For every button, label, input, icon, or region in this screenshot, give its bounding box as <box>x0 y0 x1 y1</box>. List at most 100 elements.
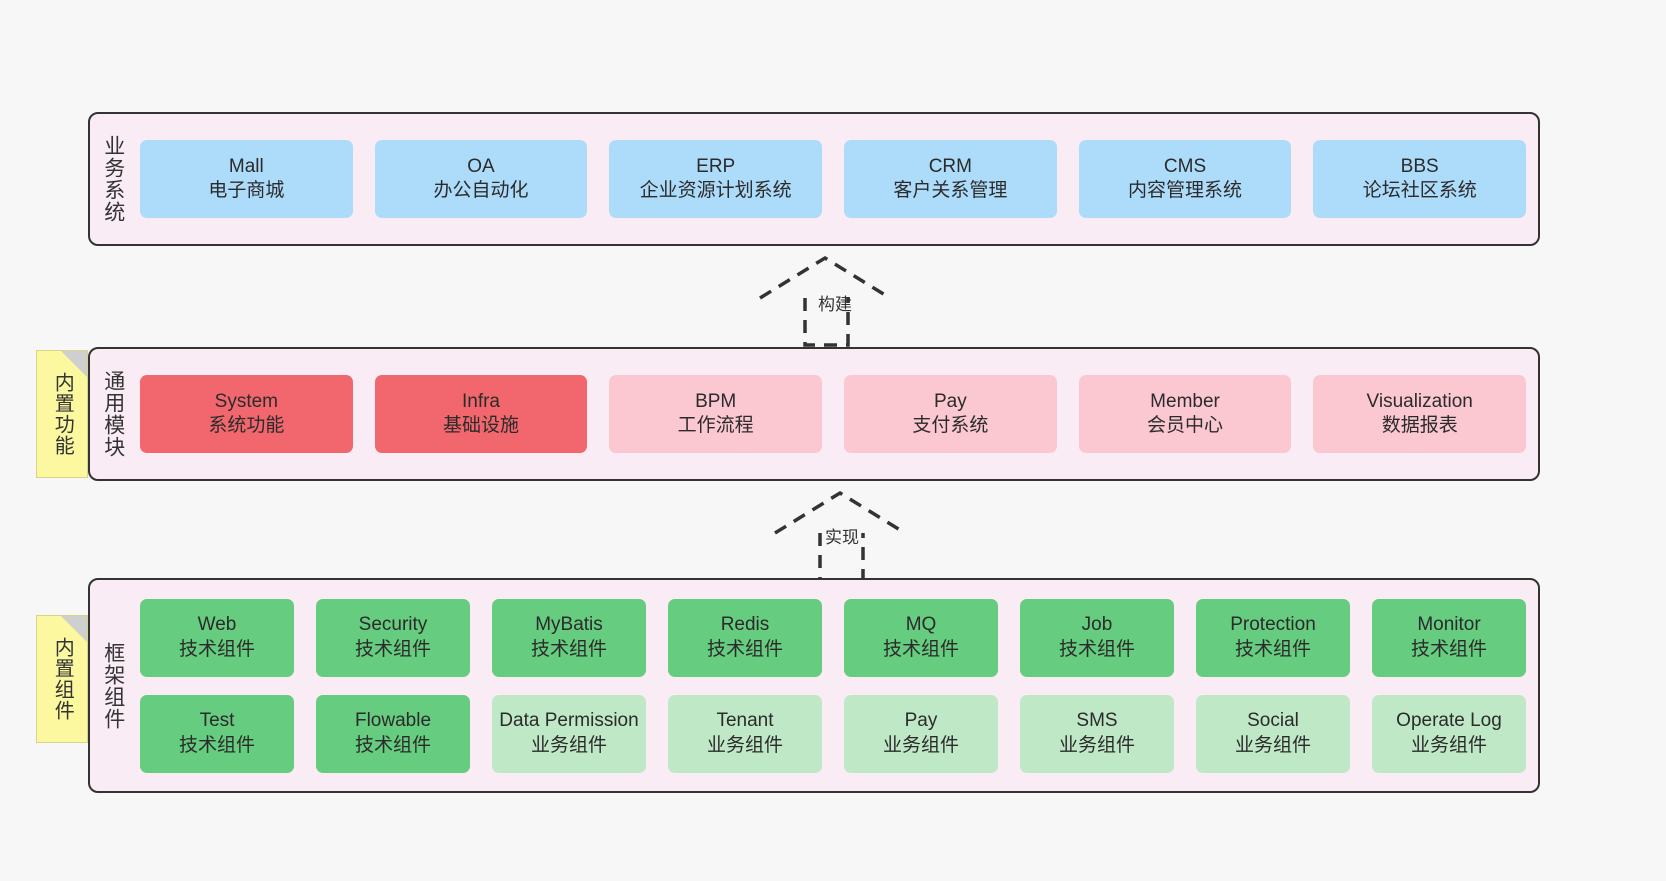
card-protection-title: Protection <box>1230 614 1316 636</box>
card-monitor-subtitle: 技术组件 <box>1410 638 1487 660</box>
card-operate-log-subtitle: 业务组件 <box>1410 734 1487 756</box>
sticky-note-fold-corner-icon <box>61 616 87 642</box>
card-data-permission[interactable]: Data Permission 业务组件 <box>492 694 646 773</box>
card-crm-title: CRM <box>928 155 972 177</box>
card-security[interactable]: Security 技术组件 <box>316 598 470 677</box>
card-sms[interactable]: SMS 业务组件 <box>1020 694 1174 773</box>
layer-common-modules-body: System 系统功能 Infra 基础设施 BPM 工作流程 Pay 支付系统… <box>136 349 1538 479</box>
layer-framework-components-label: 框架组件 <box>101 641 125 730</box>
card-pay-component-title: Pay <box>904 710 938 732</box>
card-monitor[interactable]: Monitor 技术组件 <box>1372 598 1526 677</box>
card-crm[interactable]: CRM 客户关系管理 <box>844 140 1057 218</box>
card-visualization-title: Visualization <box>1366 390 1473 412</box>
card-tenant-title: Tenant <box>716 710 774 732</box>
card-protection-subtitle: 技术组件 <box>1234 638 1311 660</box>
connector-implement: 实现 <box>755 485 955 595</box>
card-system-title: System <box>214 390 279 412</box>
layer-framework-components-body: Web 技术组件 Security 技术组件 MyBatis 技术组件 Redi… <box>136 580 1538 791</box>
card-mall-title: Mall <box>228 155 264 177</box>
layer-framework-components: 框架组件 Web 技术组件 Security 技术组件 MyBatis 技术组件… <box>88 578 1540 793</box>
card-mq-subtitle: 技术组件 <box>882 638 959 660</box>
card-bbs-title: BBS <box>1400 155 1439 177</box>
card-infra-title: Infra <box>461 390 501 412</box>
card-web-title: Web <box>197 614 237 636</box>
card-bbs-subtitle: 论坛社区系统 <box>1362 180 1477 201</box>
card-data-permission-title: Data Permission <box>499 710 639 732</box>
connector-implement-label: 实现 <box>825 528 859 547</box>
connector-build: 构建 <box>740 250 940 360</box>
card-system-subtitle: 系统功能 <box>208 415 285 436</box>
sticky-note-builtin-features: 内置功能 <box>36 350 88 478</box>
card-mq-title: MQ <box>905 614 937 636</box>
card-social-subtitle: 业务组件 <box>1234 734 1311 756</box>
card-bpm-title: BPM <box>695 390 737 412</box>
connector-build-label: 构建 <box>818 295 852 314</box>
connector-build-arrowhead <box>759 255 891 300</box>
card-visualization-subtitle: 数据报表 <box>1381 415 1458 436</box>
card-cms-title: CMS <box>1163 155 1207 177</box>
card-data-permission-subtitle: 业务组件 <box>530 734 607 756</box>
card-pay-component-subtitle: 业务组件 <box>882 734 959 756</box>
card-oa[interactable]: OA 办公自动化 <box>374 140 588 218</box>
card-job[interactable]: Job 技术组件 <box>1020 598 1174 677</box>
card-test-title: Test <box>199 710 235 732</box>
sticky-note-builtin-components-label: 内置组件 <box>51 637 74 721</box>
card-job-subtitle: 技术组件 <box>1058 638 1135 660</box>
card-operate-log-title: Operate Log <box>1396 710 1502 732</box>
layer-business-systems-body: Mall 电子商城 OA 办公自动化 ERP 企业资源计划系统 CRM 客户关系… <box>136 114 1538 244</box>
card-mybatis[interactable]: MyBatis 技术组件 <box>492 598 646 677</box>
card-flowable-title: Flowable <box>354 710 432 732</box>
card-member[interactable]: Member 会员中心 <box>1078 375 1292 453</box>
card-operate-log[interactable]: Operate Log 业务组件 <box>1372 694 1526 773</box>
business-card-row: Mall 电子商城 OA 办公自动化 ERP 企业资源计划系统 CRM 客户关系… <box>140 140 1527 218</box>
card-mall[interactable]: Mall 电子商城 <box>140 140 353 218</box>
card-test-subtitle: 技术组件 <box>178 734 255 756</box>
card-sms-title: SMS <box>1076 710 1118 732</box>
connector-build-stem <box>803 298 850 347</box>
card-monitor-title: Monitor <box>1417 614 1481 636</box>
card-mall-subtitle: 电子商城 <box>208 180 285 201</box>
card-pay-component[interactable]: Pay 业务组件 <box>844 694 998 773</box>
card-tenant[interactable]: Tenant 业务组件 <box>668 694 822 773</box>
card-system[interactable]: System 系统功能 <box>140 375 353 453</box>
card-visualization[interactable]: Visualization 数据报表 <box>1313 375 1527 453</box>
card-oa-title: OA <box>467 155 495 177</box>
card-infra[interactable]: Infra 基础设施 <box>374 375 588 453</box>
card-sms-subtitle: 业务组件 <box>1058 734 1135 756</box>
card-erp-title: ERP <box>696 155 736 177</box>
card-oa-subtitle: 办公自动化 <box>433 180 529 201</box>
card-mybatis-title: MyBatis <box>535 614 603 636</box>
card-mq[interactable]: MQ 技术组件 <box>844 598 998 677</box>
sticky-note-fold-corner-icon <box>61 351 87 377</box>
card-redis-title: Redis <box>720 614 770 636</box>
card-pay-module-subtitle: 支付系统 <box>912 415 989 436</box>
card-bpm[interactable]: BPM 工作流程 <box>609 375 823 453</box>
layer-common-modules-label: 通用模块 <box>101 370 125 458</box>
card-flowable[interactable]: Flowable 技术组件 <box>316 694 470 773</box>
card-member-title: Member <box>1150 390 1220 412</box>
card-bbs[interactable]: BBS 论坛社区系统 <box>1313 140 1527 218</box>
card-flowable-subtitle: 技术组件 <box>354 734 431 756</box>
card-tenant-subtitle: 业务组件 <box>706 734 783 756</box>
card-social-title: Social <box>1247 710 1299 732</box>
card-redis[interactable]: Redis 技术组件 <box>668 598 822 677</box>
card-pay-module-title: Pay <box>933 390 967 412</box>
card-pay-module[interactable]: Pay 支付系统 <box>844 375 1057 453</box>
sticky-note-builtin-features-label: 内置功能 <box>51 372 74 456</box>
framework-card-row-technical: Web 技术组件 Security 技术组件 MyBatis 技术组件 Redi… <box>140 598 1526 677</box>
card-test[interactable]: Test 技术组件 <box>140 694 294 773</box>
card-social[interactable]: Social 业务组件 <box>1196 694 1350 773</box>
card-member-subtitle: 会员中心 <box>1147 415 1224 436</box>
card-web[interactable]: Web 技术组件 <box>140 598 294 677</box>
card-erp[interactable]: ERP 企业资源计划系统 <box>609 140 823 218</box>
card-cms[interactable]: CMS 内容管理系统 <box>1078 140 1292 218</box>
card-protection[interactable]: Protection 技术组件 <box>1196 598 1350 677</box>
card-security-subtitle: 技术组件 <box>354 638 431 660</box>
sticky-note-builtin-components: 内置组件 <box>36 615 88 743</box>
card-job-title: Job <box>1081 614 1113 636</box>
card-security-title: Security <box>358 614 428 636</box>
connector-implement-arrowhead <box>774 490 906 535</box>
card-cms-subtitle: 内容管理系统 <box>1128 180 1243 201</box>
layer-business-systems-label: 业务系统 <box>101 135 125 223</box>
layer-business-systems: 业务系统 Mall 电子商城 OA 办公自动化 ERP 企业资源计划系统 CRM… <box>88 112 1540 246</box>
